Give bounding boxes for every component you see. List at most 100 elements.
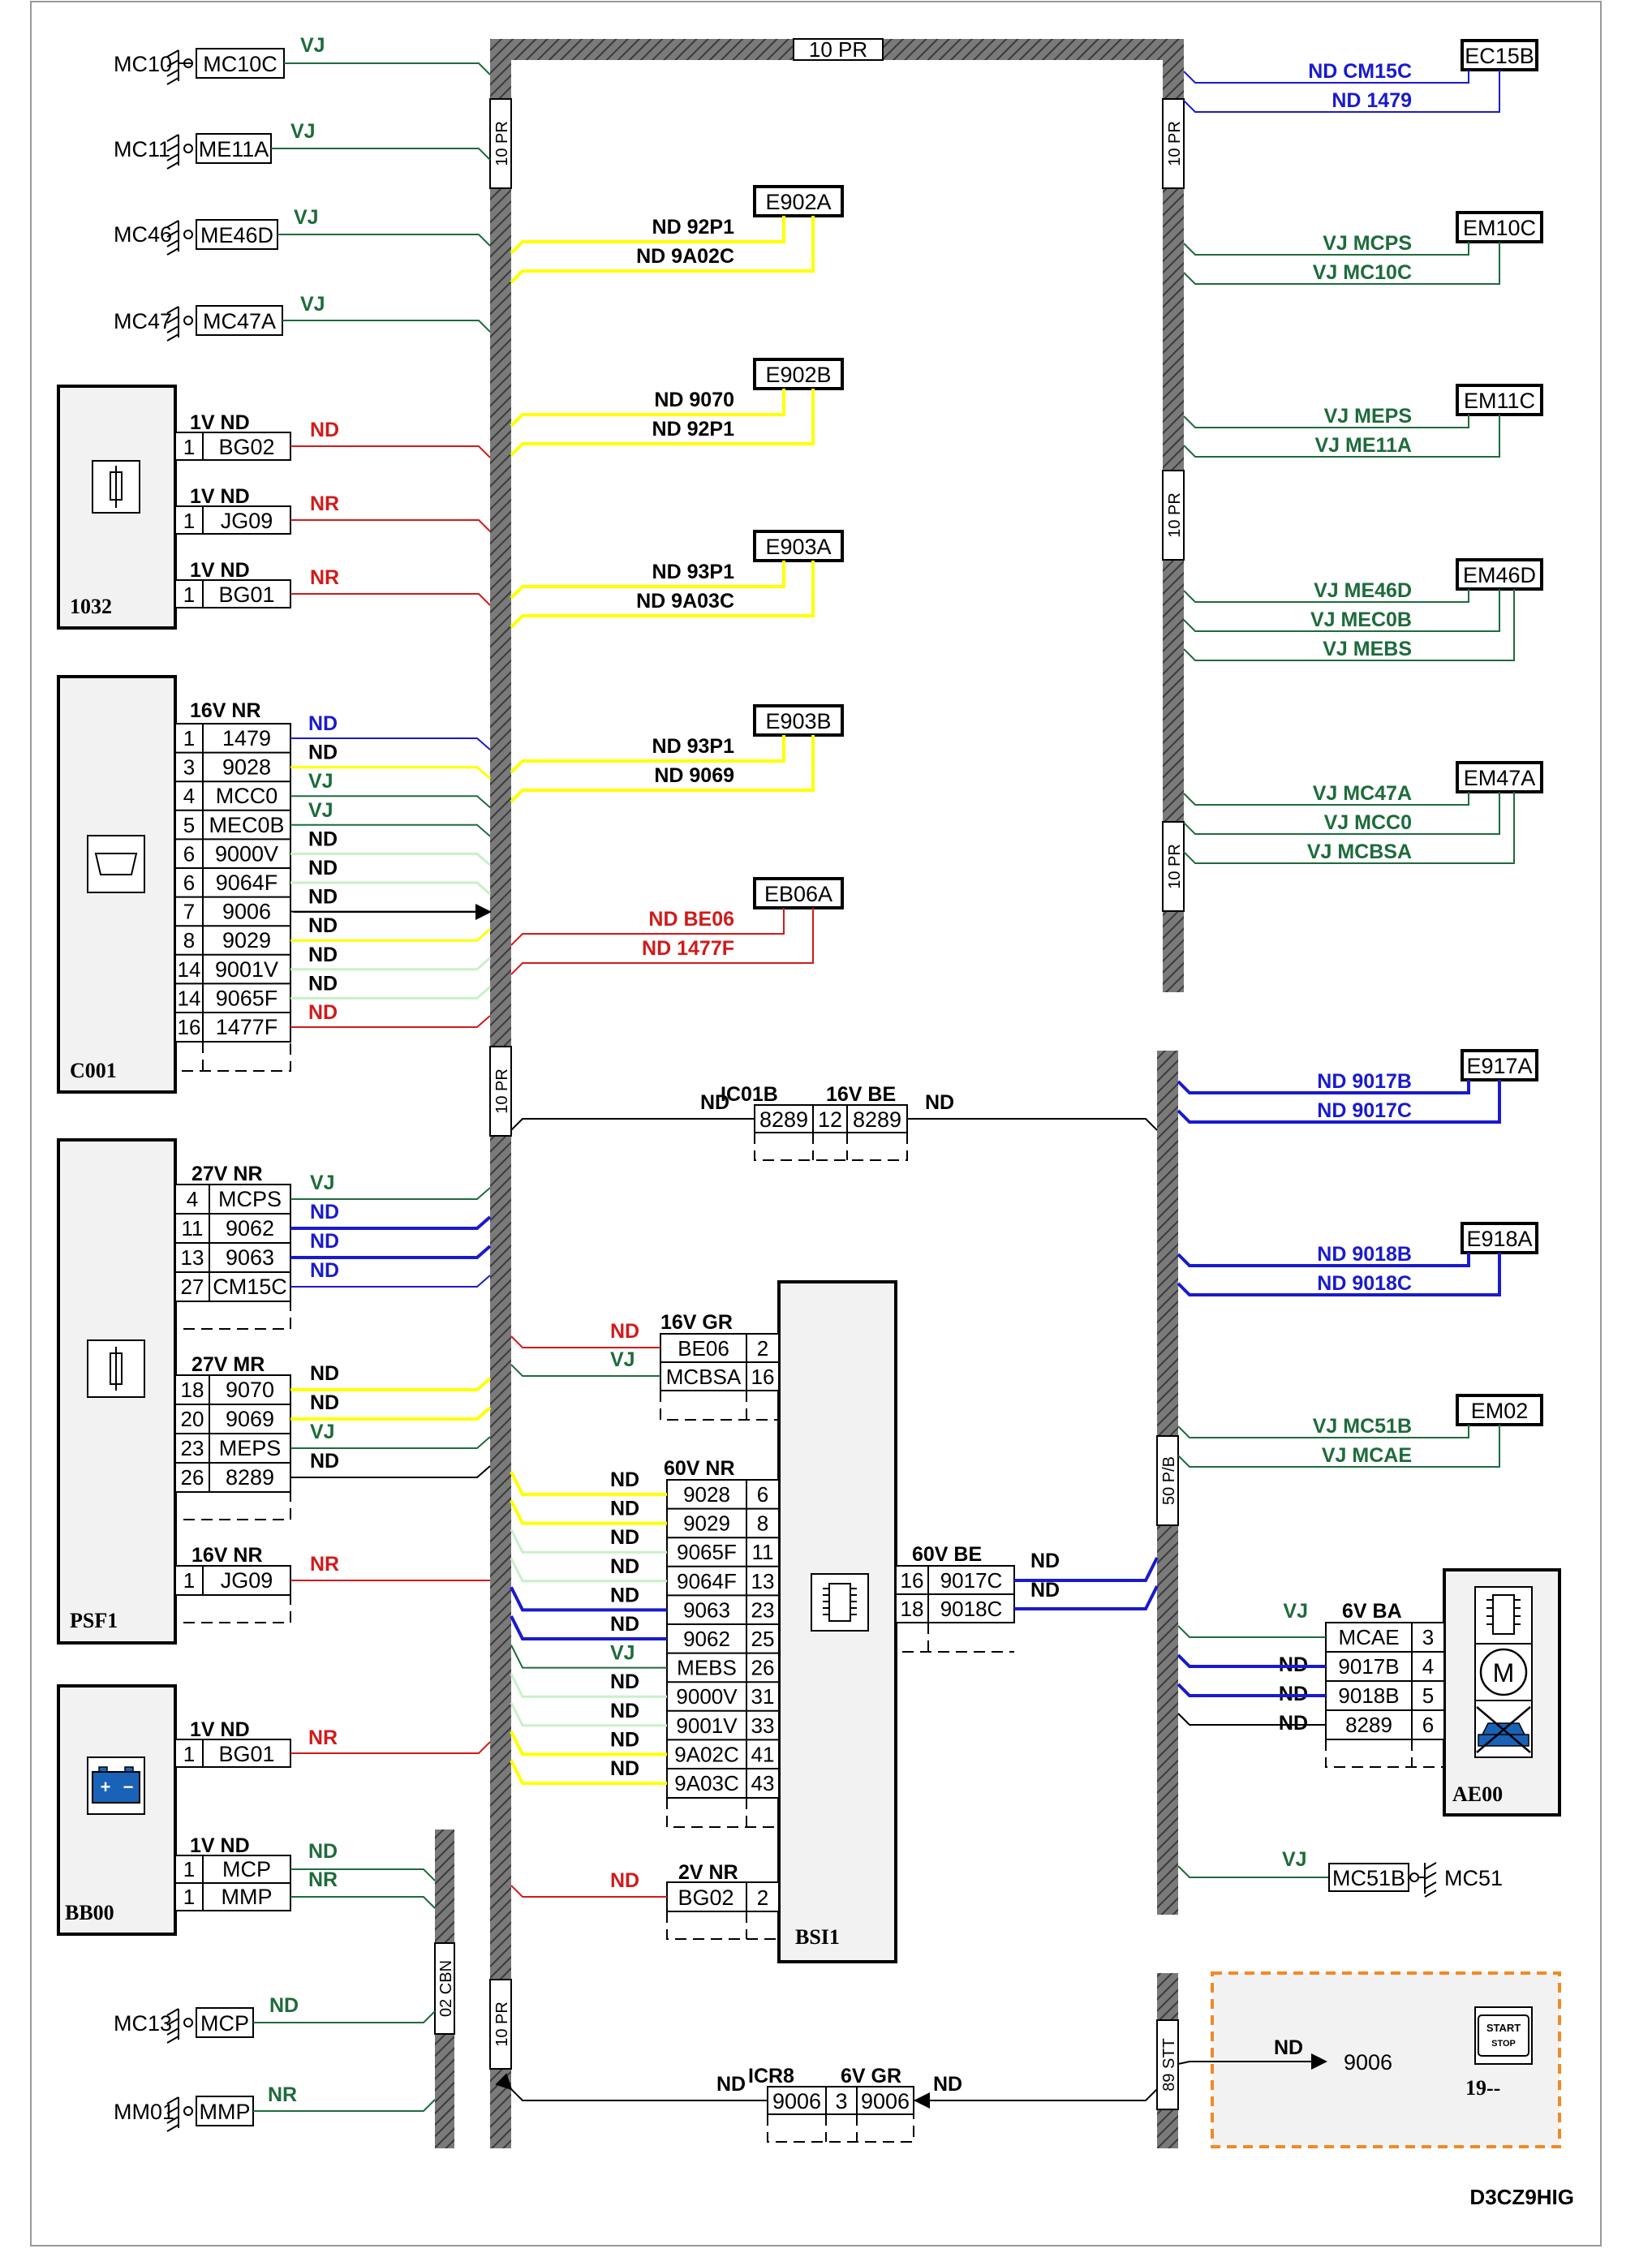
wire (290, 1187, 491, 1200)
svg-text:ND: ND (610, 1584, 639, 1606)
diagram-code: D3CZ9HIG (1469, 2185, 1574, 2209)
svg-text:E903A: E903A (765, 535, 831, 559)
wire-label: ND (310, 1450, 339, 1473)
wire (290, 1436, 491, 1449)
svg-text:11: 11 (752, 1540, 774, 1564)
svg-text:33: 33 (751, 1713, 775, 1738)
ground-mc11: MC11 ME11A VJ (114, 120, 491, 170)
svg-text:ND 9018B: ND 9018B (1317, 1243, 1412, 1266)
svg-text:NR: NR (308, 1726, 338, 1749)
svg-text:8289: 8289 (1345, 1713, 1392, 1737)
wire-label: ND (310, 1362, 339, 1385)
svg-text:VJ: VJ (1282, 1848, 1307, 1871)
wire-label: ND (308, 1001, 338, 1024)
svg-text:ND: ND (610, 1526, 639, 1549)
svg-text:1: 1 (183, 1885, 195, 1909)
pin-number: 8 (183, 928, 195, 952)
svg-text:E918A: E918A (1466, 1227, 1532, 1251)
svg-text:02 CBN: 02 CBN (437, 1960, 455, 2017)
svg-text:43: 43 (751, 1771, 775, 1795)
svg-text:MC47: MC47 (114, 309, 172, 333)
pin-number: 18 (181, 1378, 204, 1402)
wire-label: ND (310, 1230, 339, 1253)
svg-text:ND 93P1: ND 93P1 (652, 735, 735, 758)
pin-code: 9062 (226, 1216, 274, 1240)
svg-text:1: 1 (183, 1857, 195, 1881)
pin-number: 14 (178, 986, 201, 1010)
svg-text:VJ ME46D: VJ ME46D (1314, 579, 1412, 602)
svg-text:ND: ND (610, 1700, 639, 1722)
pin-number: 16 (178, 1015, 201, 1039)
svg-text:VJ: VJ (294, 206, 319, 229)
svg-text:ME46D: ME46D (200, 223, 273, 247)
svg-text:27V NR: 27V NR (191, 1163, 263, 1185)
svg-text:E902A: E902A (765, 190, 831, 214)
pin-code: 9001V (215, 957, 278, 982)
harness-label-right-e: 89 STT (1156, 2019, 1179, 2110)
pin-code: CM15C (213, 1275, 287, 1299)
svg-text:ND 93P1: ND 93P1 (652, 561, 735, 583)
pin-code: 9000V (215, 841, 278, 866)
svg-text:ND: ND (1030, 1550, 1060, 1572)
svg-text:JG09: JG09 (221, 509, 273, 533)
svg-text:MM01: MM01 (114, 2100, 174, 2124)
svg-text:EM11C: EM11C (1464, 389, 1535, 413)
svg-text:60V BE: 60V BE (912, 1543, 982, 1566)
svg-text:16V BE: 16V BE (826, 1083, 896, 1106)
pin-number: 6 (183, 871, 195, 895)
svg-text:3: 3 (835, 2089, 847, 2113)
wire-label: ND (308, 886, 338, 909)
svg-text:ND: ND (610, 1613, 639, 1636)
svg-text:VJ MEBS: VJ MEBS (1323, 638, 1412, 660)
connector-ic01b: ND IC01B 16V BE 8289 12 8289 ND (510, 1083, 1158, 1161)
svg-text:E902B: E902B (765, 363, 831, 387)
ground-mm01: MM01 MMP NR (114, 2083, 436, 2132)
svg-text:9006: 9006 (1344, 2050, 1392, 2075)
svg-text:VJ MCBSA: VJ MCBSA (1307, 841, 1412, 863)
svg-text:+: + (101, 1777, 111, 1797)
svg-text:MC46: MC46 (114, 222, 172, 247)
svg-text:ND: ND (933, 2073, 962, 2096)
wire (290, 1465, 491, 1478)
harness-label-left-b: 10 PR (489, 1046, 512, 1137)
svg-text:9028: 9028 (683, 1482, 730, 1507)
pin-code: MEC0B (209, 813, 284, 837)
harness-label-left-c: 10 PR (489, 1979, 512, 2070)
page-frame (30, 1, 1602, 2247)
svg-text:ND: ND (610, 1468, 639, 1491)
svg-text:VJ: VJ (610, 1642, 635, 1665)
wire-label: NR (310, 1553, 339, 1576)
svg-text:ND: ND (610, 1869, 639, 1892)
svg-text:ND: ND (925, 1091, 954, 1114)
svg-text:ND: ND (269, 1994, 299, 2017)
svg-text:9A03C: 9A03C (674, 1771, 739, 1795)
svg-text:ND: ND (700, 1091, 729, 1114)
svg-text:ND 9017C: ND 9017C (1317, 1099, 1412, 1122)
svg-text:1: 1 (183, 509, 195, 533)
svg-text:1032: 1032 (70, 595, 112, 618)
pin-code: 9070 (226, 1378, 274, 1402)
harness-label-right-b: 10 PR (1162, 470, 1185, 561)
svg-text:NR: NR (310, 566, 339, 589)
svg-text:ND 9017B: ND 9017B (1317, 1070, 1412, 1093)
svg-text:9017C: 9017C (940, 1568, 1003, 1593)
wire-label: ND (308, 857, 338, 879)
ground-mc13: MC13 MCP ND (114, 1994, 436, 2044)
svg-text:ND 92P1: ND 92P1 (652, 216, 735, 239)
pin-number: 6 (183, 841, 195, 866)
svg-text:IC01B: IC01B (721, 1083, 778, 1106)
svg-text:AE00: AE00 (1452, 1782, 1503, 1806)
harness-label-right-c: 10 PR (1162, 821, 1185, 912)
svg-text:5: 5 (1422, 1683, 1434, 1708)
svg-text:EC15B: EC15B (1465, 44, 1534, 68)
svg-text:ND 9069: ND 9069 (654, 764, 734, 787)
chip-icon (1486, 1594, 1521, 1635)
svg-text:VJ: VJ (300, 293, 325, 316)
svg-text:EM10C: EM10C (1463, 216, 1536, 240)
wire-label: ND (308, 944, 338, 966)
svg-text:10 PR: 10 PR (1166, 121, 1184, 166)
